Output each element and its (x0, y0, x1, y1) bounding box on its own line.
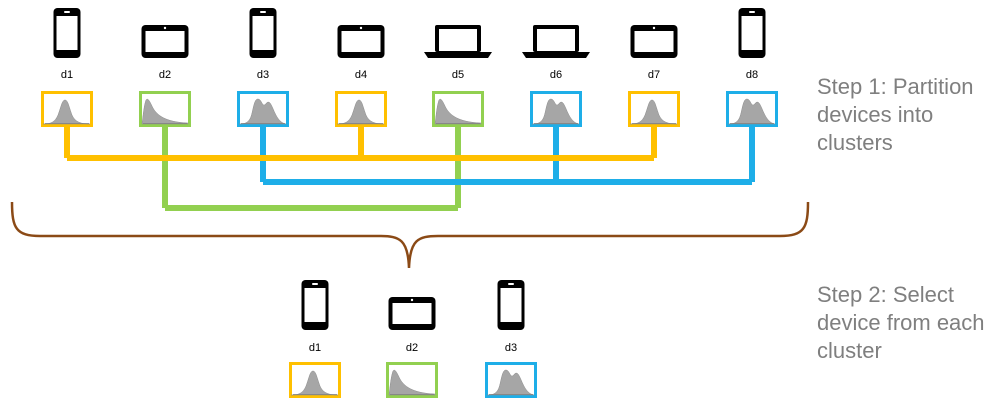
tablet-camera (359, 26, 363, 30)
step1-line: devices into (817, 102, 934, 127)
distribution-curve (388, 369, 436, 396)
tablet-screen (392, 303, 432, 324)
tablet-screen (341, 31, 381, 52)
device-item: d4 (335, 25, 387, 127)
device-item: d5 (424, 25, 492, 127)
laptop-screen (439, 29, 477, 51)
device-label: d5 (452, 69, 464, 81)
yellow-cluster-connector (64, 127, 657, 161)
tablet-camera (410, 298, 414, 302)
laptop-screen (537, 29, 575, 51)
green-cluster-connector (162, 127, 461, 211)
step2-line: Step 2: Select (817, 282, 954, 307)
device-label: d4 (355, 69, 367, 81)
device-label: d8 (746, 69, 758, 81)
blue-cluster-connector (260, 127, 755, 185)
distribution-curve (238, 98, 287, 125)
device-item: d6 (522, 25, 590, 127)
device-item: d1 (289, 280, 341, 398)
device-item: d2 (386, 297, 438, 398)
phone-screen (252, 16, 274, 50)
distribution-curve (42, 99, 91, 125)
distribution-curve (141, 98, 189, 125)
tablet-screen (634, 31, 674, 52)
device-item: d3 (485, 280, 537, 398)
distribution-curve (531, 98, 580, 125)
step2-line: device from each (817, 310, 985, 335)
devices-layer: d1 d2 d3 d4 d5 d6 d7 d8 d1 d2 d3 (41, 8, 778, 398)
device-label: d2 (159, 69, 171, 81)
tablet-screen (145, 31, 185, 52)
device-label: d3 (505, 342, 517, 354)
device-item: d3 (237, 8, 289, 127)
step1-line: Step 1: Partition (817, 74, 974, 99)
laptop-base (424, 52, 492, 58)
phone-screen (56, 16, 78, 50)
phone-speaker (260, 11, 266, 13)
device-item: d8 (726, 8, 778, 127)
phone-screen (741, 16, 763, 50)
tablet-camera (163, 26, 167, 30)
device-item: d2 (139, 25, 191, 127)
brace-layer (10, 201, 810, 269)
distribution-curve (290, 370, 339, 396)
phone-screen (304, 288, 326, 322)
step1-caption: Step 1: Partition devices into clusters (817, 73, 974, 157)
device-label: d2 (406, 342, 418, 354)
phone-speaker (749, 11, 755, 13)
step2-caption: Step 2: Select device from each cluster (817, 281, 985, 365)
cluster-connectors (64, 127, 755, 211)
device-item: d7 (628, 25, 680, 127)
phone-speaker (312, 283, 318, 285)
phone-screen (500, 288, 522, 322)
device-item: d1 (41, 8, 93, 127)
device-label: d1 (309, 342, 321, 354)
tablet-camera (652, 26, 656, 30)
distribution-curve (727, 98, 776, 125)
phone-speaker (64, 11, 70, 13)
step2-line: cluster (817, 338, 882, 363)
distribution-curve (486, 369, 535, 396)
device-label: d1 (61, 69, 73, 81)
distribution-curve (434, 98, 482, 125)
laptop-base (522, 52, 590, 58)
device-label: d3 (257, 69, 269, 81)
device-label: d6 (550, 69, 562, 81)
device-label: d7 (648, 69, 660, 81)
distribution-curve (629, 99, 678, 125)
distribution-curve (336, 99, 385, 125)
phone-speaker (508, 283, 514, 285)
curly-brace (10, 201, 810, 269)
step1-line: clusters (817, 130, 893, 155)
